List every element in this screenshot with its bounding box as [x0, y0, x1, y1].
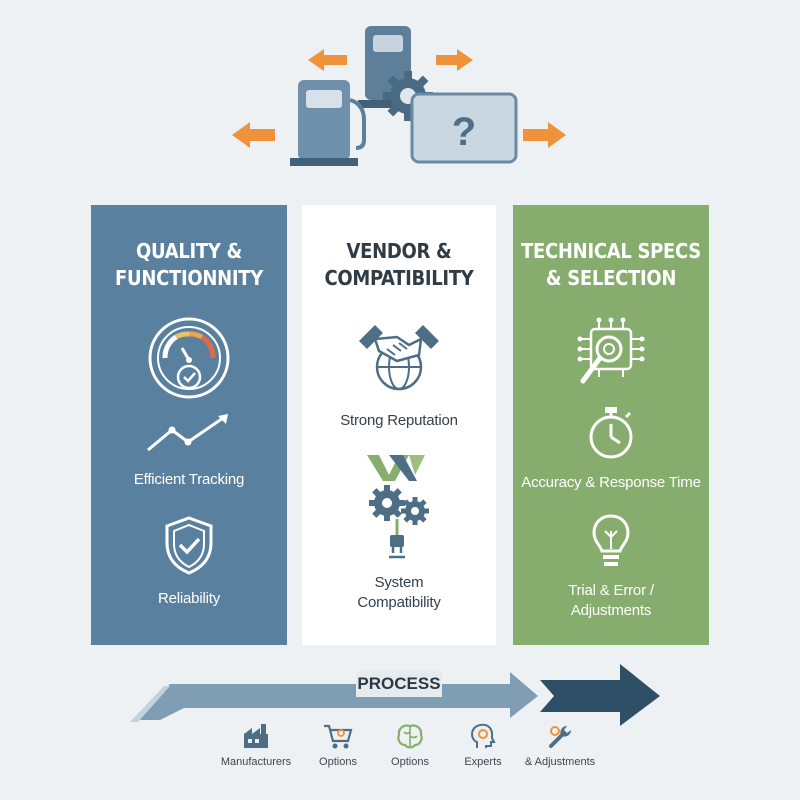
- trial-error-line2: Adjustments: [570, 602, 652, 619]
- question-monitor-icon: ?: [410, 92, 518, 164]
- trend-line-icon: [147, 414, 228, 452]
- trial-error-line1: Trial & Error /: [568, 582, 654, 599]
- wrench-icon: [549, 726, 571, 748]
- system-compatibility-line2: Compatibility: [357, 594, 441, 611]
- reliability-item: Reliability: [91, 515, 287, 609]
- shield-check-icon: [165, 516, 213, 575]
- right-arrow-icon: [436, 49, 566, 148]
- stopwatch-icon: [589, 407, 633, 459]
- gauge-item: [91, 315, 287, 401]
- technical-title-line2: & SELECTION: [545, 266, 677, 290]
- step-options-cart-label: Options: [319, 756, 357, 768]
- process-steps: Manufacturers Options Options Experts: [220, 722, 620, 782]
- left-arrow-icon: [232, 49, 347, 148]
- handshake-globe-icon: [359, 325, 439, 391]
- step-manufacturers: Manufacturers: [216, 722, 296, 768]
- technical-column: TECHNICAL SPECS & SELECTION: [513, 205, 709, 645]
- step-adjustments-label: & Adjustments: [524, 756, 596, 768]
- quality-title-line2: FUNCTIONNITY: [115, 266, 263, 290]
- head-gear-icon: [471, 723, 496, 748]
- vendor-title: VENDOR & COMPATIBILITY: [324, 238, 473, 298]
- strong-reputation-item: Strong Reputation: [302, 317, 496, 431]
- factory-icon: [244, 724, 268, 748]
- fuel-pump-front-icon: [290, 80, 366, 166]
- chip-item: [513, 317, 709, 393]
- step-options-cart: Options: [298, 722, 378, 768]
- chip-magnifier-icon: [577, 317, 645, 384]
- lightbulb-icon: [592, 514, 630, 566]
- vendor-column: VENDOR & COMPATIBILITY Strong Reputation: [302, 205, 496, 645]
- system-compatibility-line1: System: [374, 574, 424, 591]
- trial-error-label: Trial & Error / Adjustments: [568, 581, 654, 621]
- cart-icon: [324, 724, 353, 749]
- vendor-title-line1: VENDOR &: [346, 239, 452, 263]
- efficient-tracking-label: Efficient Tracking: [133, 471, 245, 488]
- quality-title-line1: QUALITY &: [136, 239, 242, 263]
- gears-plug-icon: [367, 455, 429, 559]
- trial-error-item: Trial & Error / Adjustments: [513, 513, 709, 621]
- step-manufacturers-label: Manufacturers: [220, 756, 292, 768]
- step-options-brain-label: Options: [391, 756, 429, 768]
- accuracy-label: Accuracy & Response Time: [521, 474, 701, 491]
- brain-icon: [397, 724, 423, 749]
- step-options-brain: Options: [370, 722, 450, 768]
- step-experts-label: Experts: [464, 756, 502, 768]
- question-mark: ?: [452, 110, 476, 154]
- strong-reputation-label: Strong Reputation: [340, 412, 458, 429]
- fuel-pump-illustration: ?: [232, 26, 566, 166]
- technical-title-line1: TECHNICAL SPECS: [521, 239, 701, 263]
- efficient-tracking-item: Efficient Tracking: [91, 410, 287, 490]
- system-compatibility-label: System Compatibility: [357, 573, 440, 613]
- accuracy-item: Accuracy & Response Time: [513, 405, 709, 493]
- vendor-title-line2: COMPATIBILITY: [324, 266, 474, 290]
- system-compatibility-item: System Compatibility: [302, 453, 496, 613]
- step-adjustments: & Adjustments: [520, 722, 600, 768]
- quality-column: QUALITY & FUNCTIONNITY: [91, 205, 287, 645]
- step-experts: Experts: [443, 722, 523, 768]
- quality-title: QUALITY & FUNCTIONNITY: [115, 238, 263, 298]
- technical-title: TECHNICAL SPECS & SELECTION: [521, 238, 701, 298]
- reliability-label: Reliability: [158, 590, 220, 607]
- gauge-icon: [148, 317, 230, 399]
- process-label: PROCESS: [356, 671, 442, 697]
